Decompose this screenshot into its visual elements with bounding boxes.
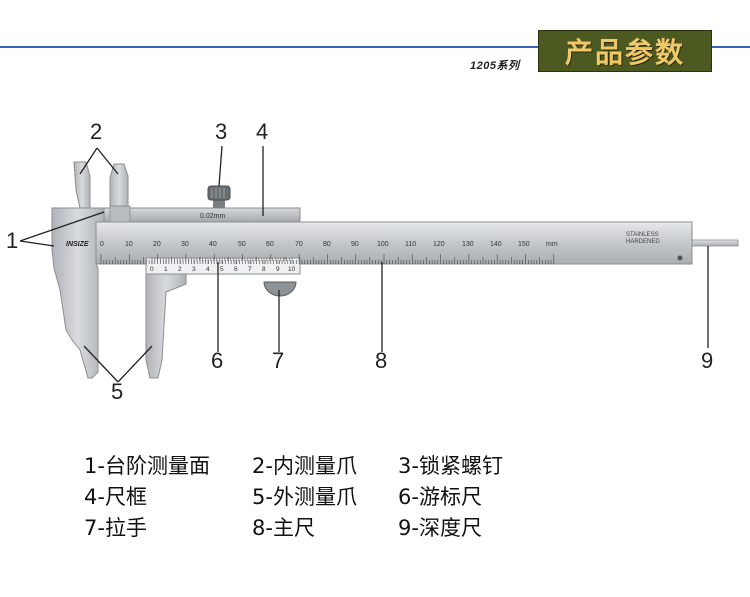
header-divider-line — [0, 46, 750, 48]
main-scale-number: 140 — [490, 241, 502, 248]
fixed-outer-jaw — [51, 207, 105, 379]
vernier-number: 4 — [206, 266, 210, 273]
main-scale-number: 80 — [323, 241, 331, 248]
steel-note-1: STAINLESS — [626, 232, 659, 238]
legend-item: 3-锁紧螺钉 — [398, 454, 503, 478]
title-banner: 产品参数 — [538, 30, 712, 72]
callout-2: 2 — [90, 119, 103, 144]
legend-item: 7-拉手 — [84, 516, 147, 540]
vernier-number: 1 — [164, 266, 168, 273]
vernier-plate — [145, 257, 301, 275]
slider-frame-step — [109, 205, 131, 223]
legend-item: 1-台阶测量面 — [84, 454, 210, 478]
main-scale-number: 30 — [181, 241, 189, 248]
main-scale-number: 150 — [518, 241, 530, 248]
callout-5: 5 — [111, 379, 124, 404]
main-scale-number: 10 — [125, 241, 133, 248]
main-scale-number: 50 — [238, 241, 246, 248]
moving-outer-jaw — [145, 273, 187, 379]
thumb-grip — [263, 281, 297, 297]
resolution-label: 0.02mm — [200, 213, 225, 220]
main-scale-number: 100 — [377, 241, 389, 248]
main-scale-ticks — [100, 254, 555, 264]
main-scale-number: 0 — [100, 241, 104, 248]
callout-4: 4 — [256, 119, 269, 144]
unit-label: mm — [546, 241, 558, 248]
main-scale-number: 40 — [209, 241, 217, 248]
callout-1: 1 — [6, 228, 19, 253]
fixed-inner-jaw — [73, 161, 91, 209]
series-label: 1205系列 — [470, 60, 520, 72]
vernier-number: 7 — [248, 266, 252, 273]
vernier-number: 0 — [150, 266, 154, 273]
main-scale-number: 60 — [266, 241, 274, 248]
callout-8: 8 — [375, 348, 388, 373]
slider-frame-top — [103, 207, 301, 223]
main-scale-number: 110 — [405, 241, 416, 248]
main-scale-number: 70 — [295, 241, 303, 248]
legend-row-1: 1-台阶测量面 2-内测量爪 3-锁紧螺钉 — [84, 450, 503, 480]
lock-screw-stem — [213, 200, 225, 208]
lock-screw-knob — [207, 185, 231, 201]
legend-row-3: 7-拉手 8-主尺 9-深度尺 — [84, 512, 482, 542]
page-title: 产品参数 — [564, 36, 685, 69]
vernier-number: 9 — [276, 266, 280, 273]
vernier-number: 8 — [262, 266, 266, 273]
moving-inner-jaw — [109, 163, 129, 207]
callout-3: 3 — [215, 119, 228, 144]
main-scale-number: 20 — [153, 241, 161, 248]
vernier-number: 2 — [178, 266, 182, 273]
steel-note-2: HARDENED — [626, 239, 660, 245]
legend-item: 9-深度尺 — [398, 516, 482, 540]
vernier-number: 6 — [234, 266, 238, 273]
main-scale-number: 130 — [462, 241, 474, 248]
depth-rod — [689, 239, 739, 247]
legend-item: 8-主尺 — [252, 516, 315, 540]
callout-7: 7 — [272, 348, 285, 373]
main-scale-number: 90 — [351, 241, 359, 248]
main-beam — [95, 221, 693, 265]
legend-item: 2-内测量爪 — [252, 454, 357, 478]
legend-item: 4-尺框 — [84, 485, 147, 509]
beam-rivet — [677, 255, 683, 261]
vernier-number: 3 — [192, 266, 196, 273]
legend-row-2: 4-尺框 5-外测量爪 6-游标尺 — [84, 481, 482, 511]
callout-leaders — [19, 145, 709, 383]
callout-9: 9 — [701, 348, 714, 373]
main-scale-number: 120 — [433, 241, 445, 248]
vernier-number: 5 — [220, 266, 224, 273]
vernier-number: 10 — [288, 266, 296, 273]
vernier-scale-ticks — [151, 258, 293, 264]
callout-6: 6 — [211, 348, 224, 373]
brand-logo-text: INSIZE — [66, 241, 89, 248]
legend-item: 6-游标尺 — [398, 485, 482, 509]
legend-item: 5-外测量爪 — [252, 485, 357, 509]
